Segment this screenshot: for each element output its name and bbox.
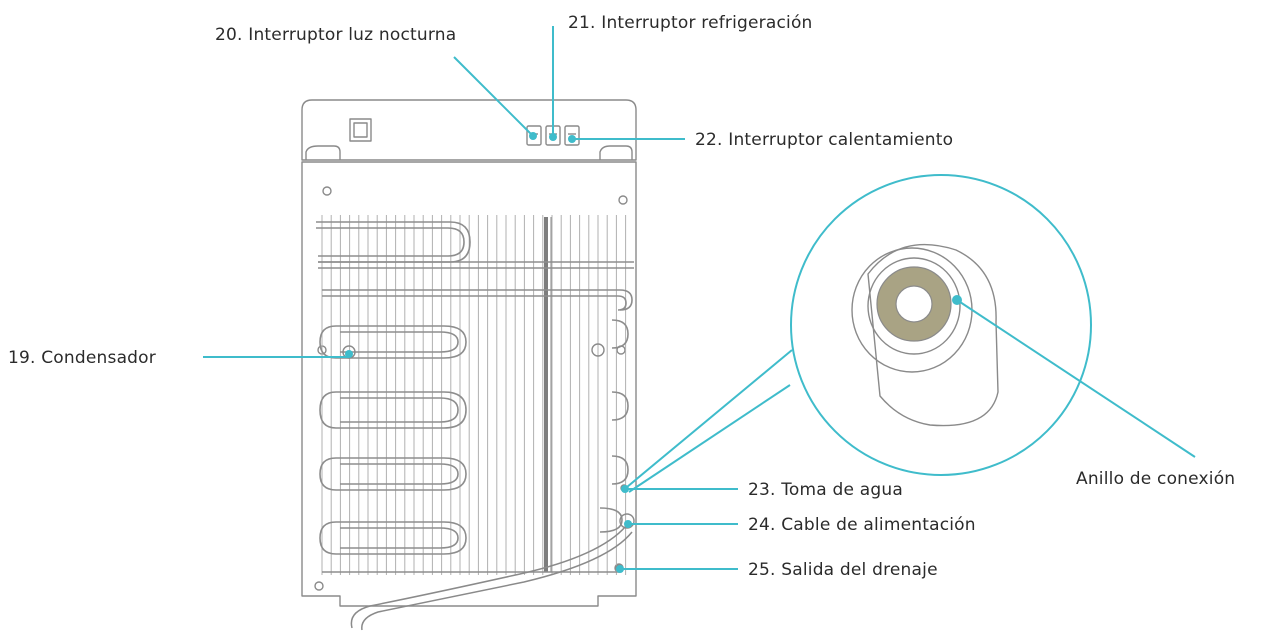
condenser-coil xyxy=(316,221,634,573)
screw xyxy=(618,195,628,205)
leader-24-dot xyxy=(624,520,632,528)
magnifier-circle xyxy=(790,174,1092,476)
top-cap xyxy=(301,99,637,161)
leader-23-dot xyxy=(621,485,629,493)
top-cap-lip xyxy=(305,145,341,160)
connection-detail xyxy=(626,174,1196,493)
condenser-fins xyxy=(321,215,627,575)
label-anillo-de-conexion: Anillo de conexión xyxy=(1076,469,1235,489)
leader-lines xyxy=(203,26,738,573)
label-interruptor-calentamiento: 22. Interruptor calentamiento xyxy=(695,130,953,150)
label-condensador: 19. Condensador xyxy=(8,348,156,368)
switch-heating xyxy=(564,125,580,146)
switch-night-light xyxy=(526,125,542,146)
ring-hole xyxy=(895,285,933,323)
screw xyxy=(314,581,324,591)
leader-20 xyxy=(453,56,533,136)
power-cable-2 xyxy=(361,531,633,631)
fitting-body xyxy=(867,243,999,427)
fitting-right xyxy=(591,343,605,357)
label-cable-de-alimentacion: 24. Cable de alimentación xyxy=(748,515,976,535)
magnifier-leader-bottom xyxy=(628,384,791,493)
magnifier-leader-top xyxy=(626,349,793,488)
leader-22-dot xyxy=(568,135,576,143)
leader-21-dot xyxy=(549,133,557,141)
rear-panel xyxy=(301,161,637,607)
leader-20-dot xyxy=(529,132,537,140)
power-cable xyxy=(350,525,627,629)
main-switch-inner xyxy=(353,122,368,138)
label-toma-de-agua: 23. Toma de agua xyxy=(748,480,903,500)
main-switch xyxy=(349,118,372,142)
label-interruptor-refrigeracion: 21. Interruptor refrigeración xyxy=(568,13,813,33)
ring-leader-dot xyxy=(952,295,962,305)
leader-19-dot xyxy=(345,350,353,358)
fitting-face-inner xyxy=(867,257,961,355)
leader-25-dot xyxy=(616,565,624,573)
dispenser-body xyxy=(301,99,637,631)
ring-leader xyxy=(956,299,1196,458)
label-salida-del-drenaje: 25. Salida del drenaje xyxy=(748,560,938,580)
label-interruptor-luz-nocturna: 20. Interruptor luz nocturna xyxy=(215,25,456,45)
top-cap-lip-right xyxy=(599,145,633,160)
labels: 19. Condensador 20. Interruptor luz noct… xyxy=(8,13,1235,580)
cable-gland xyxy=(619,513,635,529)
screw xyxy=(322,186,332,196)
